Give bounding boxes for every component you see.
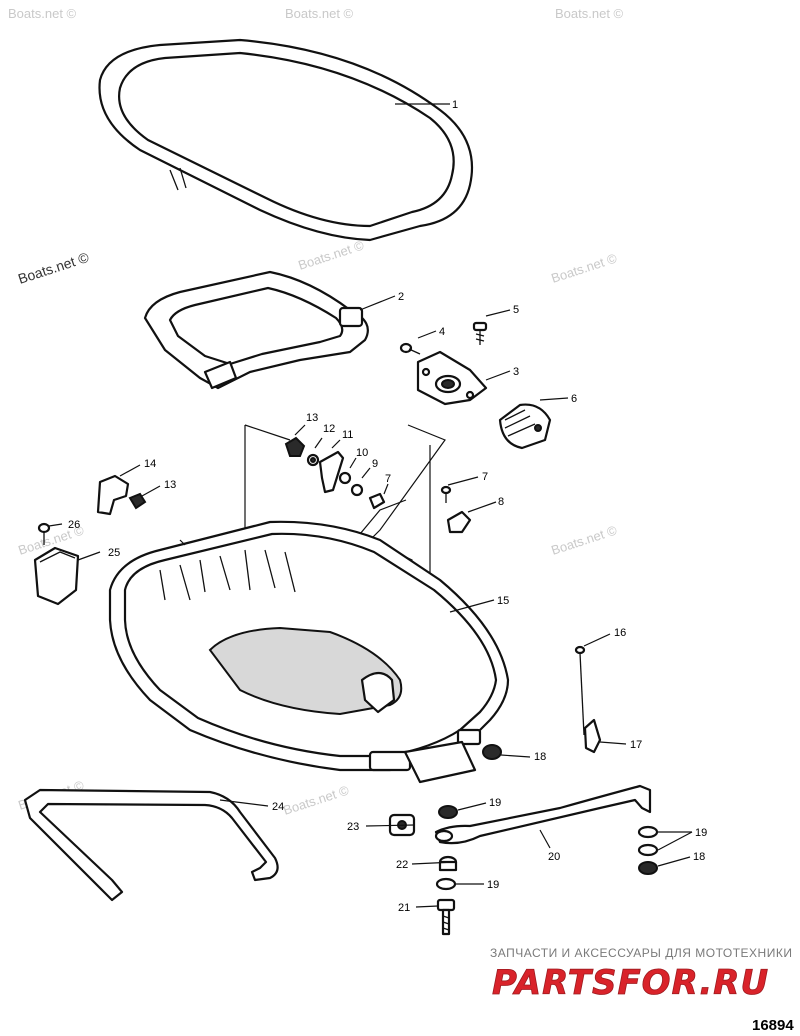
- part-4-screw: [399, 342, 421, 355]
- brand-logo: PARTSFOR.RU: [492, 963, 769, 1003]
- callout-19-upper: 19: [489, 797, 501, 809]
- watermark-bottom-center: Boats.net ©: [281, 782, 351, 817]
- hardware-row: [284, 436, 386, 510]
- callout-25: 25: [108, 547, 120, 559]
- callout-4: 4: [439, 326, 445, 338]
- callout-6: 6: [571, 393, 577, 405]
- watermark-top-left: Boats.net ©: [8, 6, 77, 21]
- leader-lines: [48, 103, 693, 908]
- callout-20: 20: [548, 851, 560, 863]
- part-17-bracket: [583, 718, 602, 754]
- callout-19-lower: 19: [487, 879, 499, 891]
- callout-22: 22: [396, 859, 408, 871]
- part-5-screw: [472, 321, 488, 345]
- part-20-link-rod: [434, 784, 652, 845]
- callout-12: 12: [323, 423, 335, 435]
- part-19-washer-upper: [438, 805, 458, 819]
- callout-13-upper: 13: [306, 412, 318, 424]
- part-19-washer-right: [637, 825, 659, 857]
- callout-23: 23: [347, 821, 359, 833]
- part-2-frame: [143, 270, 369, 390]
- callout-21: 21: [398, 902, 410, 914]
- callout-19-right: 19: [695, 827, 707, 839]
- callout-2: 2: [398, 291, 404, 303]
- part-3-bracket: [416, 350, 488, 406]
- callout-15: 15: [497, 595, 509, 607]
- callout-1: 1: [452, 99, 458, 111]
- watermark-mid-center: Boats.net ©: [296, 237, 366, 272]
- callout-8: 8: [498, 496, 504, 508]
- part-6-latch: [498, 403, 552, 450]
- callout-11: 11: [342, 429, 353, 441]
- callout-18-upper: 18: [534, 751, 546, 763]
- diagram-number: 16894: [752, 1017, 794, 1034]
- watermark-top-right: Boats.net ©: [555, 6, 624, 21]
- callout-9: 9: [372, 458, 378, 470]
- callout-26: 26: [68, 519, 80, 531]
- part-8-clip: [446, 510, 472, 534]
- callout-13-left: 13: [164, 479, 176, 491]
- watermark-top-center: Boats.net ©: [285, 6, 354, 21]
- callout-10: 10: [356, 447, 368, 459]
- callout-18-right: 18: [693, 851, 705, 863]
- part-21-bolt: [436, 898, 456, 936]
- dash-line-2: [244, 424, 291, 441]
- callout-5: 5: [513, 304, 519, 316]
- callout-7-right: 7: [482, 471, 488, 483]
- part-16-screw: [574, 645, 586, 736]
- callout-7-upper: 7: [385, 473, 391, 485]
- part-7-screw-right: [440, 485, 452, 503]
- watermark-mid-right: Boats.net ©: [549, 250, 619, 285]
- part-19-washer-lower: [435, 877, 457, 891]
- part-24-handle: [23, 788, 279, 902]
- part-14-lever: [96, 474, 147, 516]
- part-18-nut-right: [638, 861, 658, 875]
- watermark-mid-left: Boats.net ©: [16, 249, 91, 287]
- part-22-bushing: [438, 855, 458, 872]
- part-18-nut-upper: [482, 744, 502, 760]
- callout-16: 16: [614, 627, 626, 639]
- brand-tagline: ЗАПЧАСТИ И АКСЕССУАРЫ ДЛЯ МОТОТЕХНИКИ: [490, 946, 792, 960]
- watermark-center-right: Boats.net ©: [549, 522, 619, 557]
- callout-24: 24: [272, 801, 284, 813]
- part-25-cap: [33, 546, 80, 606]
- part-15-lower-cowl: [108, 520, 510, 784]
- callout-3: 3: [513, 366, 519, 378]
- callout-14: 14: [144, 458, 156, 470]
- part-1-top-seal: [98, 38, 474, 242]
- part-26-screw: [37, 522, 51, 545]
- callout-17: 17: [630, 739, 642, 751]
